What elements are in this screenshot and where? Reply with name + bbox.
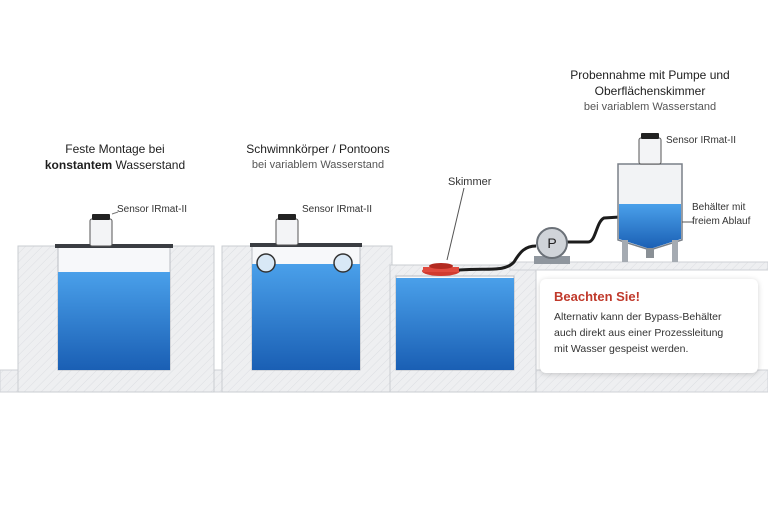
water-basin-3 [396, 278, 514, 370]
container-label-line1: Behälter mit [692, 202, 746, 213]
skimmer-float [422, 263, 460, 276]
sensor-2 [275, 214, 299, 246]
water-basin-1 [58, 272, 170, 370]
pump-letter: P [547, 235, 556, 251]
sensor-1-label: Sensor IRmat-II [117, 204, 188, 215]
note-line-3: mit Wasser gespeist werden. [554, 343, 689, 355]
section-2-title: Schwimnkörper / Pontoons bei variablem W… [228, 141, 408, 173]
basin-skimmer [389, 261, 768, 393]
sensor-3 [638, 133, 662, 165]
basin-fixed [17, 244, 215, 393]
water-basin-2 [252, 264, 360, 370]
section-3-title: Probennahme mit Pumpe und Oberflächenski… [555, 67, 745, 115]
note-text: Alternativ kann der Bypass-Behälter auch… [554, 309, 754, 357]
sensor-3-label: Sensor IRmat-II [666, 135, 737, 146]
note-line-1: Alternativ kann der Bypass-Behälter [554, 311, 722, 323]
skimmer-label: Skimmer [448, 176, 492, 188]
sensor-2-label: Sensor IRmat-II [302, 204, 373, 215]
skimmer-leader [446, 187, 465, 261]
basin-pontoon [221, 243, 393, 393]
section-1-title: Feste Montage bei konstantem Wasserstand [40, 141, 190, 173]
sensor-1 [89, 211, 119, 247]
pressure-pipe [566, 215, 621, 244]
section-3-title-line1: Probennahme mit Pumpe und [570, 68, 730, 82]
container-label: Behälter mit freiem Ablauf [692, 201, 750, 229]
note-box: Beachten Sie! Alternativ kann der Bypass… [540, 279, 758, 373]
pontoon-left [256, 253, 276, 273]
note-title: Beachten Sie! [554, 289, 640, 304]
pump: P [534, 227, 570, 264]
suction-hose [458, 244, 537, 272]
water-vessel [619, 204, 681, 249]
container-label-line2: freiem Ablauf [692, 216, 751, 227]
section-1-title-bold: konstantem [44, 158, 113, 172]
section-2-subtitle: bei variablem Wasserstand [251, 159, 385, 171]
pontoon-right [333, 253, 353, 273]
section-1-title-line1: Feste Montage bei [65, 142, 165, 156]
section-2-title-line1: Schwimnkörper / Pontoons [246, 142, 390, 156]
section-3-title-line2: Oberflächenskimmer [594, 84, 706, 98]
section-1-title-rest: Wasserstand [112, 158, 186, 172]
note-line-2: auch direkt aus einer Prozessleitung [554, 327, 724, 339]
sampling-vessel [617, 163, 694, 262]
section-3-subtitle: bei variablem Wasserstand [583, 101, 717, 113]
